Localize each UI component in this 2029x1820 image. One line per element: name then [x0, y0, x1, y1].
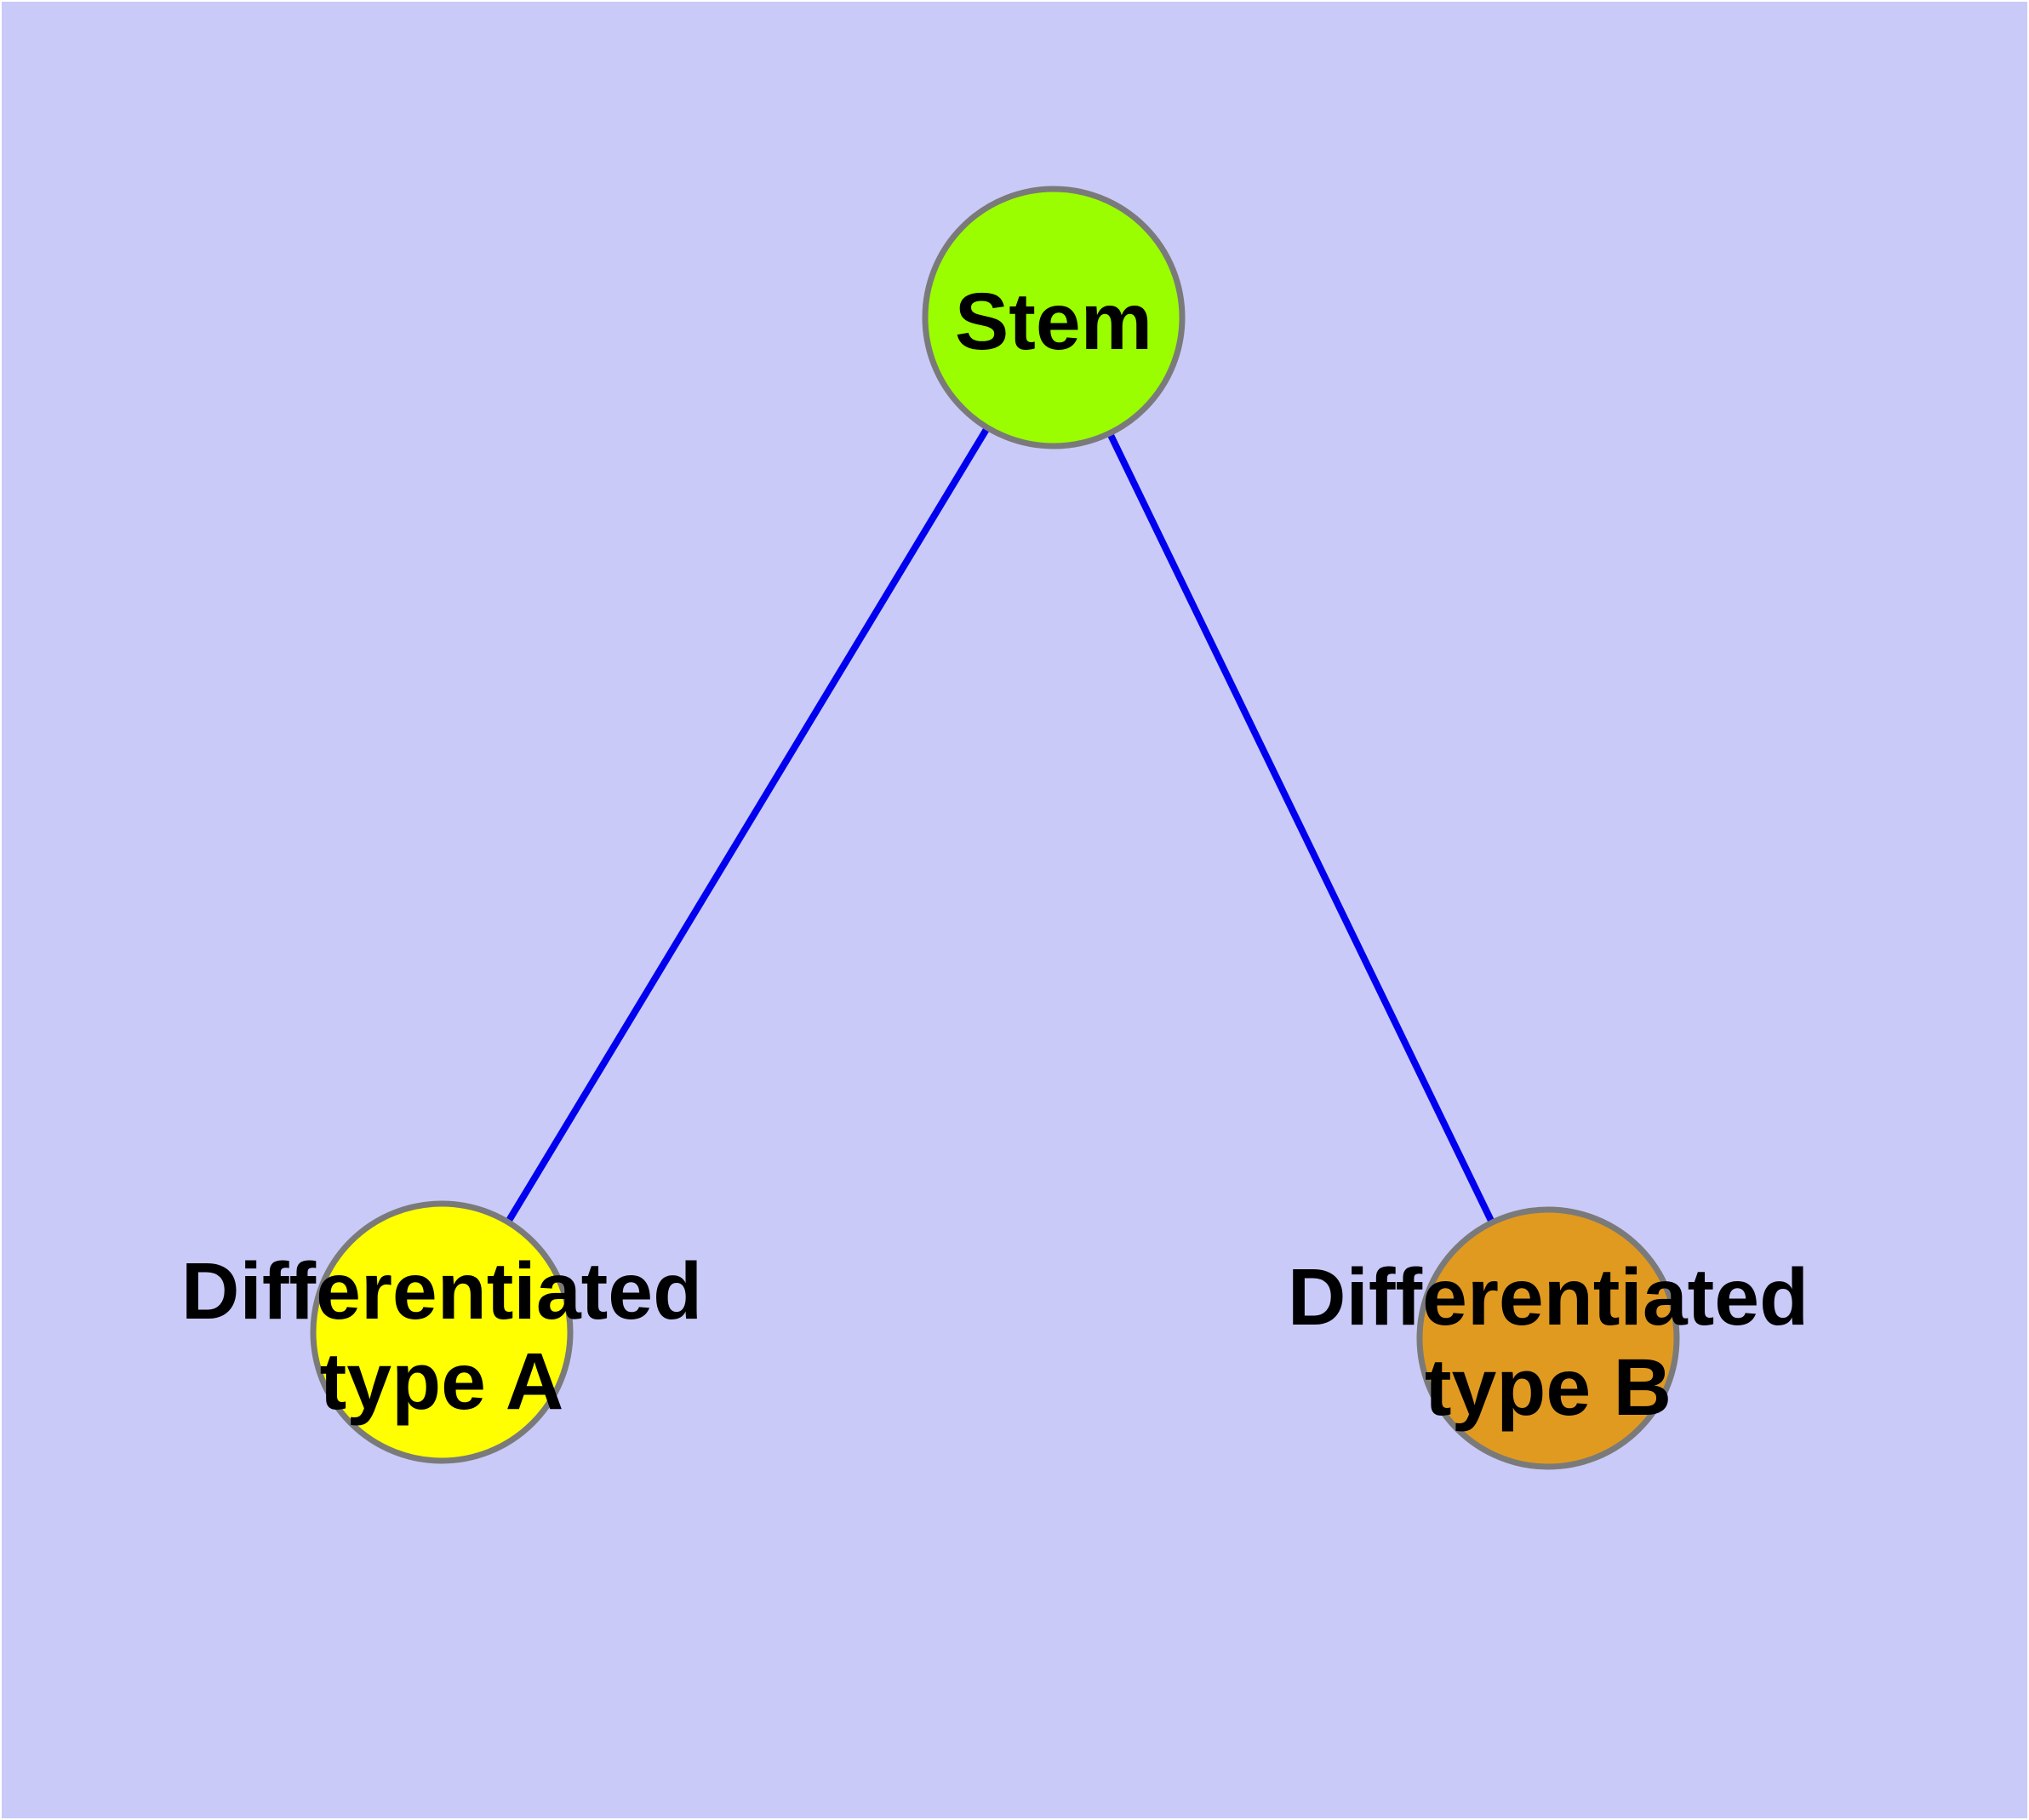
node-stem [922, 186, 1186, 449]
edge-stem-to-type-a [504, 424, 992, 1226]
node-differentiated-type-b [1416, 1206, 1680, 1470]
node-type-a-label-line2: type A [320, 1336, 564, 1427]
node-stem-label: Stem [955, 277, 1152, 367]
edge-stem-to-type-b [1106, 432, 1495, 1224]
node-type-b-label-line1: Differentiated [1288, 1252, 1809, 1342]
node-differentiated-type-a [310, 1200, 574, 1464]
node-type-a-label-line1: Differentiated [181, 1246, 702, 1336]
node-type-b-label-line2: type B [1425, 1342, 1672, 1433]
